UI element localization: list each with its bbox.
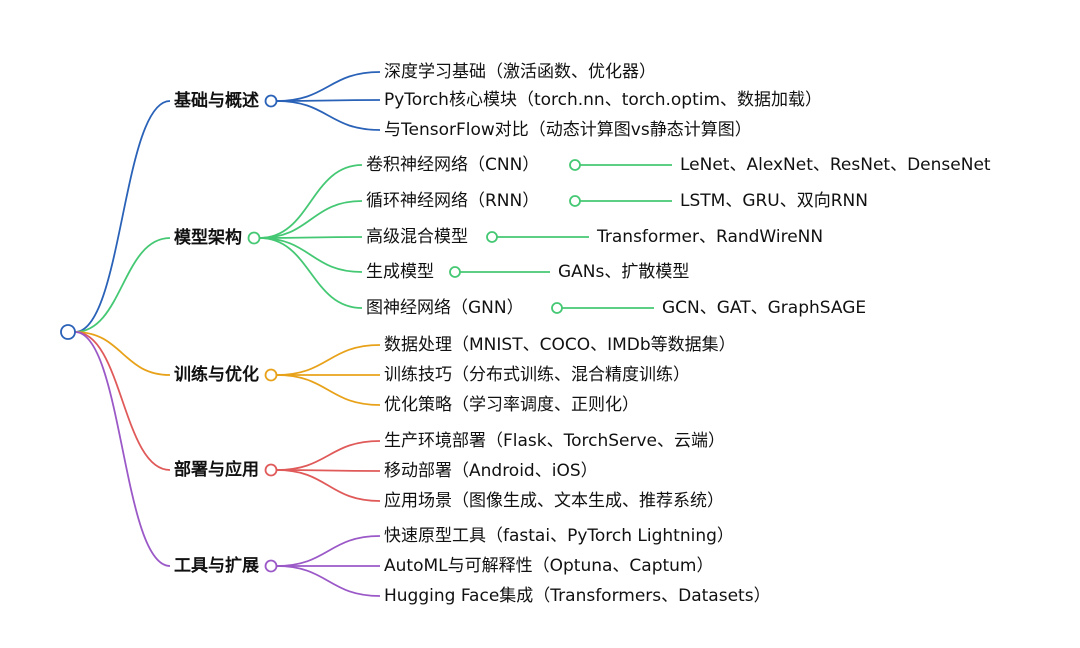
branch-child-edge [259,200,363,239]
grandchild-label: GANs、扩散模型 [558,262,689,282]
branch-label: 模型架构 [174,227,242,248]
child-label: 循环神经网络（RNN） [366,191,539,211]
child-node-circle[interactable] [449,266,461,278]
branch-child-edge [276,99,381,102]
branch-node-circle[interactable] [264,559,278,573]
branch-child-edge [276,374,381,406]
grandchild-label: LeNet、AlexNet、ResNet、DenseNet [680,155,991,175]
branch-child-edge [259,236,363,239]
branch-label: 训练与优化 [174,364,259,385]
child-label: 快速原型工具（fastai、PyTorch Lightning） [384,526,734,546]
branch-child-edge [276,535,381,567]
grandchild-label: Transformer、RandWireNN [596,227,823,247]
child-label: 应用场景（图像生成、文本生成、推荐系统） [384,491,724,511]
child-node-circle[interactable] [486,231,498,243]
child-label: 优化策略（学习率调度、正则化） [384,395,639,415]
branch-child-edge [276,344,381,376]
branch-child-edge [259,164,363,239]
child-label: 数据处理（MNIST、COCO、IMDb等数据集） [384,335,736,355]
branch-child-edge [259,237,363,309]
child-label: 移动部署（Android、iOS） [384,461,598,481]
branch-label: 基础与概述 [173,90,259,111]
branch-node-circle[interactable] [247,231,261,245]
child-label: 卷积神经网络（CNN） [366,155,539,175]
branch-child-edge [276,71,381,102]
child-label: PyTorch核心模块（torch.nn、torch.optim、数据加载） [384,90,822,110]
mindmap-edges [74,71,672,597]
child-label: 生产环境部署（Flask、TorchServe、云端） [384,431,725,451]
child-label: 训练技巧（分布式训练、混合精度训练） [384,365,690,385]
child-label: AutoML与可解释性（Optuna、Captum） [384,556,714,576]
branch-child-edge [276,565,381,597]
branch-node-circle[interactable] [264,463,278,477]
child-node-circle[interactable] [569,159,581,171]
branch-label: 部署与应用 [174,459,259,480]
child-label: 图神经网络（GNN） [366,298,524,318]
branch-node-circle[interactable] [264,94,278,108]
branch-child-edge [259,237,363,273]
branch-label: 工具与扩展 [174,555,259,576]
grandchild-label: GCN、GAT、GraphSAGE [662,298,866,318]
root-branch-edge [74,100,171,333]
child-node-circle[interactable] [551,302,563,314]
branch-node-circle[interactable] [264,368,278,382]
root-branch-edge [74,237,171,333]
mindmap-nodes: 基础与概述 深度学习基础（激活函数、优化器） PyTorch核心模块（torch.n… [60,62,991,606]
root-branch-edge [74,331,171,376]
branch-child-edge [276,469,381,502]
child-label: Hugging Face集成（Transformers、Datasets） [384,586,771,606]
root-branch-edge [74,331,171,567]
child-node-circle[interactable] [569,195,581,207]
root-node-circle[interactable] [60,324,76,340]
child-label: 生成模型 [366,262,434,282]
child-label: 深度学习基础（激活函数、优化器） [384,62,656,82]
root-branch-edge [74,331,171,471]
child-label: 高级混合模型 [366,227,468,247]
branch-child-edge [276,469,381,472]
branch-child-edge [276,440,381,471]
grandchild-label: LSTM、GRU、双向RNN [680,191,868,211]
branch-child-edge [276,100,381,131]
child-label: 与TensorFlow对比（动态计算图vs静态计算图） [384,120,752,140]
